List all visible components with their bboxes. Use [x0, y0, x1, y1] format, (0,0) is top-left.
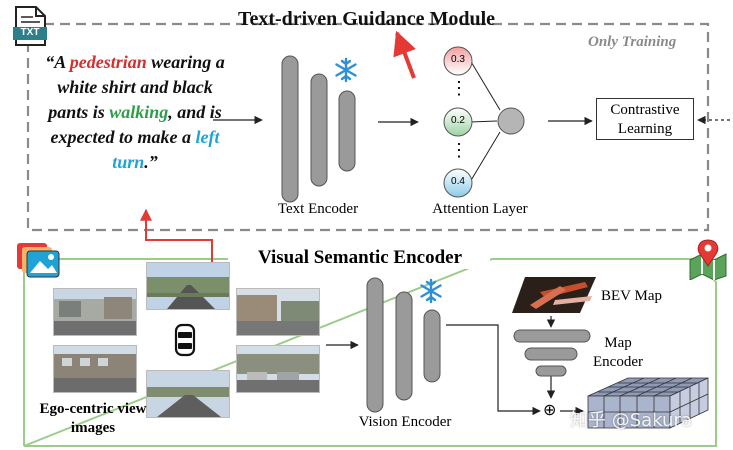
quote-word-walking: walking — [109, 102, 169, 122]
attention-weight-1: 0.3 — [451, 54, 465, 65]
map-pin-icon — [689, 239, 727, 280]
vision-encoder-bars — [366, 277, 441, 413]
map-encoder-label: Map Encoder — [593, 335, 643, 370]
map-encoder-bars — [513, 329, 591, 377]
bev-feature-grid — [587, 377, 709, 429]
only-training-label: Only Training — [588, 34, 677, 50]
caption-quote: “A pedestrian wearing a white shirt and … — [40, 50, 230, 175]
camera-image-front-right — [236, 288, 320, 336]
quote-mid-2: , and is expected to make a — [50, 102, 222, 147]
watermark: 知乎 @Sakura — [570, 410, 692, 431]
attention-weight-3: 0.4 — [451, 176, 465, 187]
ego-centric-label: Ego-centric view images — [39, 401, 147, 436]
bev-map-label: BEV Map — [601, 288, 662, 304]
attention-node-3 — [443, 168, 473, 198]
attention-sum-node — [497, 107, 525, 135]
ellipsis-upper: ⋮ — [450, 78, 468, 98]
quote-open: “A — [45, 52, 70, 72]
camera-image-front-left — [53, 288, 137, 336]
txt-file-icon — [13, 6, 47, 46]
txt-icon-label: TXT — [20, 27, 40, 38]
camera-image-back-right — [236, 345, 320, 393]
attention-node-2 — [443, 107, 473, 137]
snowflake-icon — [335, 57, 357, 83]
attention-weight-2: 0.2 — [451, 115, 465, 126]
plus-symbol: ⊕ — [543, 400, 557, 419]
text-encoder-label: Text Encoder — [277, 201, 359, 217]
image-stack-icon — [17, 243, 60, 278]
quote-word-left-turn: left turn — [112, 127, 220, 172]
contrastive-learning-box: Contrastive Learning — [596, 98, 694, 140]
text-module-frame — [26, 22, 710, 232]
attention-node-1 — [443, 46, 473, 76]
bev-map-image — [512, 277, 596, 313]
camera-image-front — [146, 262, 230, 310]
text-encoder-bars — [281, 55, 356, 203]
car-icon — [174, 323, 196, 357]
attention-layer-label: Attention Layer — [432, 201, 528, 217]
ellipsis-lower: ⋮ — [450, 140, 468, 160]
quote-mid-1: wearing a white shirt and black pants is — [48, 52, 225, 122]
quote-close: .” — [144, 152, 158, 172]
camera-image-back — [146, 370, 230, 418]
visual-module-title: Visual Semantic Encoder — [230, 247, 490, 269]
vision-encoder-label: Vision Encoder — [358, 414, 452, 430]
text-module-title: Text-driven Guidance Module — [237, 8, 496, 30]
snowflake-icon — [420, 278, 442, 304]
camera-image-back-left — [53, 345, 137, 393]
quote-word-pedestrian: pedestrian — [69, 52, 147, 72]
